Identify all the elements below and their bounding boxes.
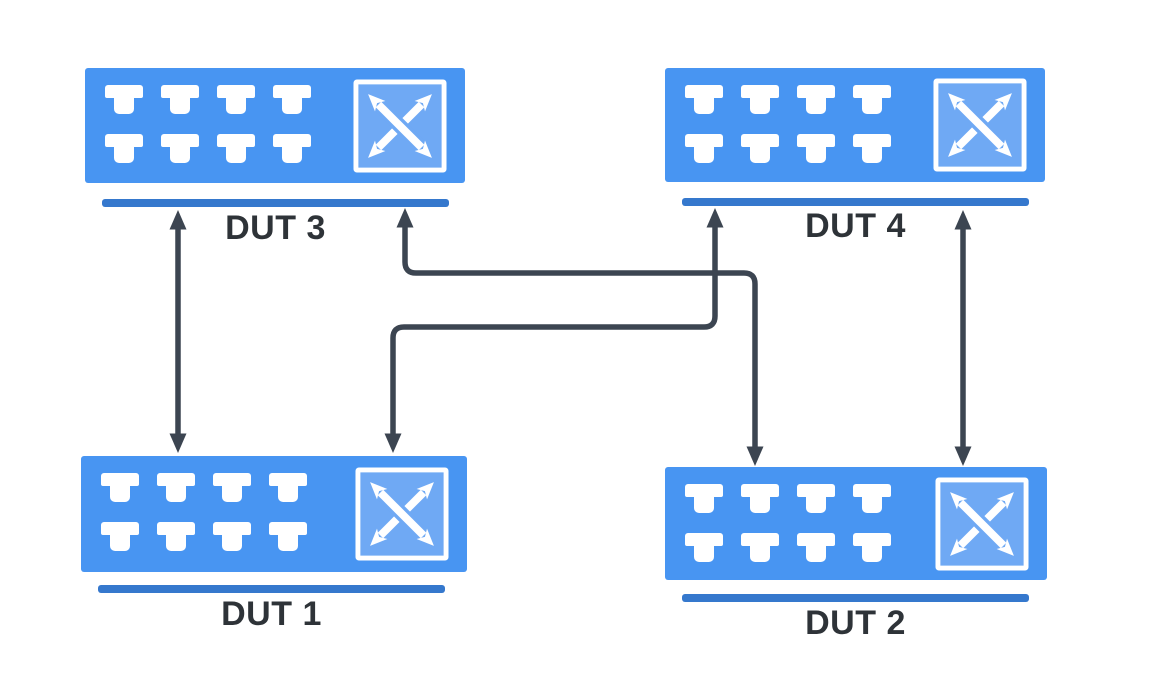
ethernet-port-icon [741,533,779,563]
ethernet-port-icon [685,134,723,164]
ethernet-port-icon [741,85,779,115]
ethernet-port-icon [853,134,891,164]
ethernet-port-icon [269,522,307,552]
ethernet-port-icon [105,85,143,115]
crossconnect-switch-icon-graphic [353,78,447,173]
ethernet-port-icon [213,473,251,503]
ethernet-port-icon [213,522,251,552]
ethernet-port-icon [273,85,311,115]
port-grid [685,484,891,563]
ethernet-port-icon [105,134,143,164]
crossconnect-switch-icon [935,476,1029,571]
ethernet-port-icon [101,473,139,503]
switch-base-bar [682,198,1029,206]
ethernet-port-icon [157,522,195,552]
ethernet-port-icon [217,134,255,164]
ethernet-port-icon [269,473,307,503]
ethernet-port-icon [853,484,891,514]
ethernet-port-icon [741,484,779,514]
port-grid [105,85,311,164]
switch-chassis [85,68,465,183]
switch-chassis [665,467,1047,580]
ethernet-port-icon [741,134,779,164]
ethernet-port-icon [157,473,195,503]
ethernet-port-icon [797,533,835,563]
crossconnect-switch-icon-graphic [935,476,1029,571]
port-grid [101,473,307,552]
ethernet-port-icon [685,533,723,563]
ethernet-port-icon [161,134,199,164]
switch-label: DUT 2 [805,604,906,642]
switch-chassis [81,456,467,572]
ethernet-port-icon [797,134,835,164]
ethernet-port-icon [217,85,255,115]
ethernet-port-icon [797,85,835,115]
ethernet-port-icon [685,85,723,115]
crossconnect-switch-icon-graphic [933,78,1027,172]
switch-label: DUT 4 [805,207,906,245]
crossconnect-switch-icon [353,78,447,173]
switch-label: DUT 3 [225,209,326,247]
switch-base-bar [102,199,449,207]
ethernet-port-icon [273,134,311,164]
ethernet-port-icon [685,484,723,514]
switch-base-bar [98,585,445,593]
crossconnect-switch-icon-graphic [355,467,449,561]
crossconnect-switch-icon [933,78,1027,172]
ethernet-port-icon [797,484,835,514]
switch-label: DUT 1 [221,595,322,633]
crossconnect-switch-icon [355,467,449,561]
switch-chassis [665,68,1045,182]
ethernet-port-icon [853,85,891,115]
ethernet-port-icon [161,85,199,115]
switch-base-bar [682,594,1029,602]
connector-dut4-dut1-arrow [384,208,724,453]
ethernet-port-icon [101,522,139,552]
port-grid [685,85,891,164]
connector-dut3-dut2-arrow [396,208,764,466]
ethernet-port-icon [853,533,891,563]
